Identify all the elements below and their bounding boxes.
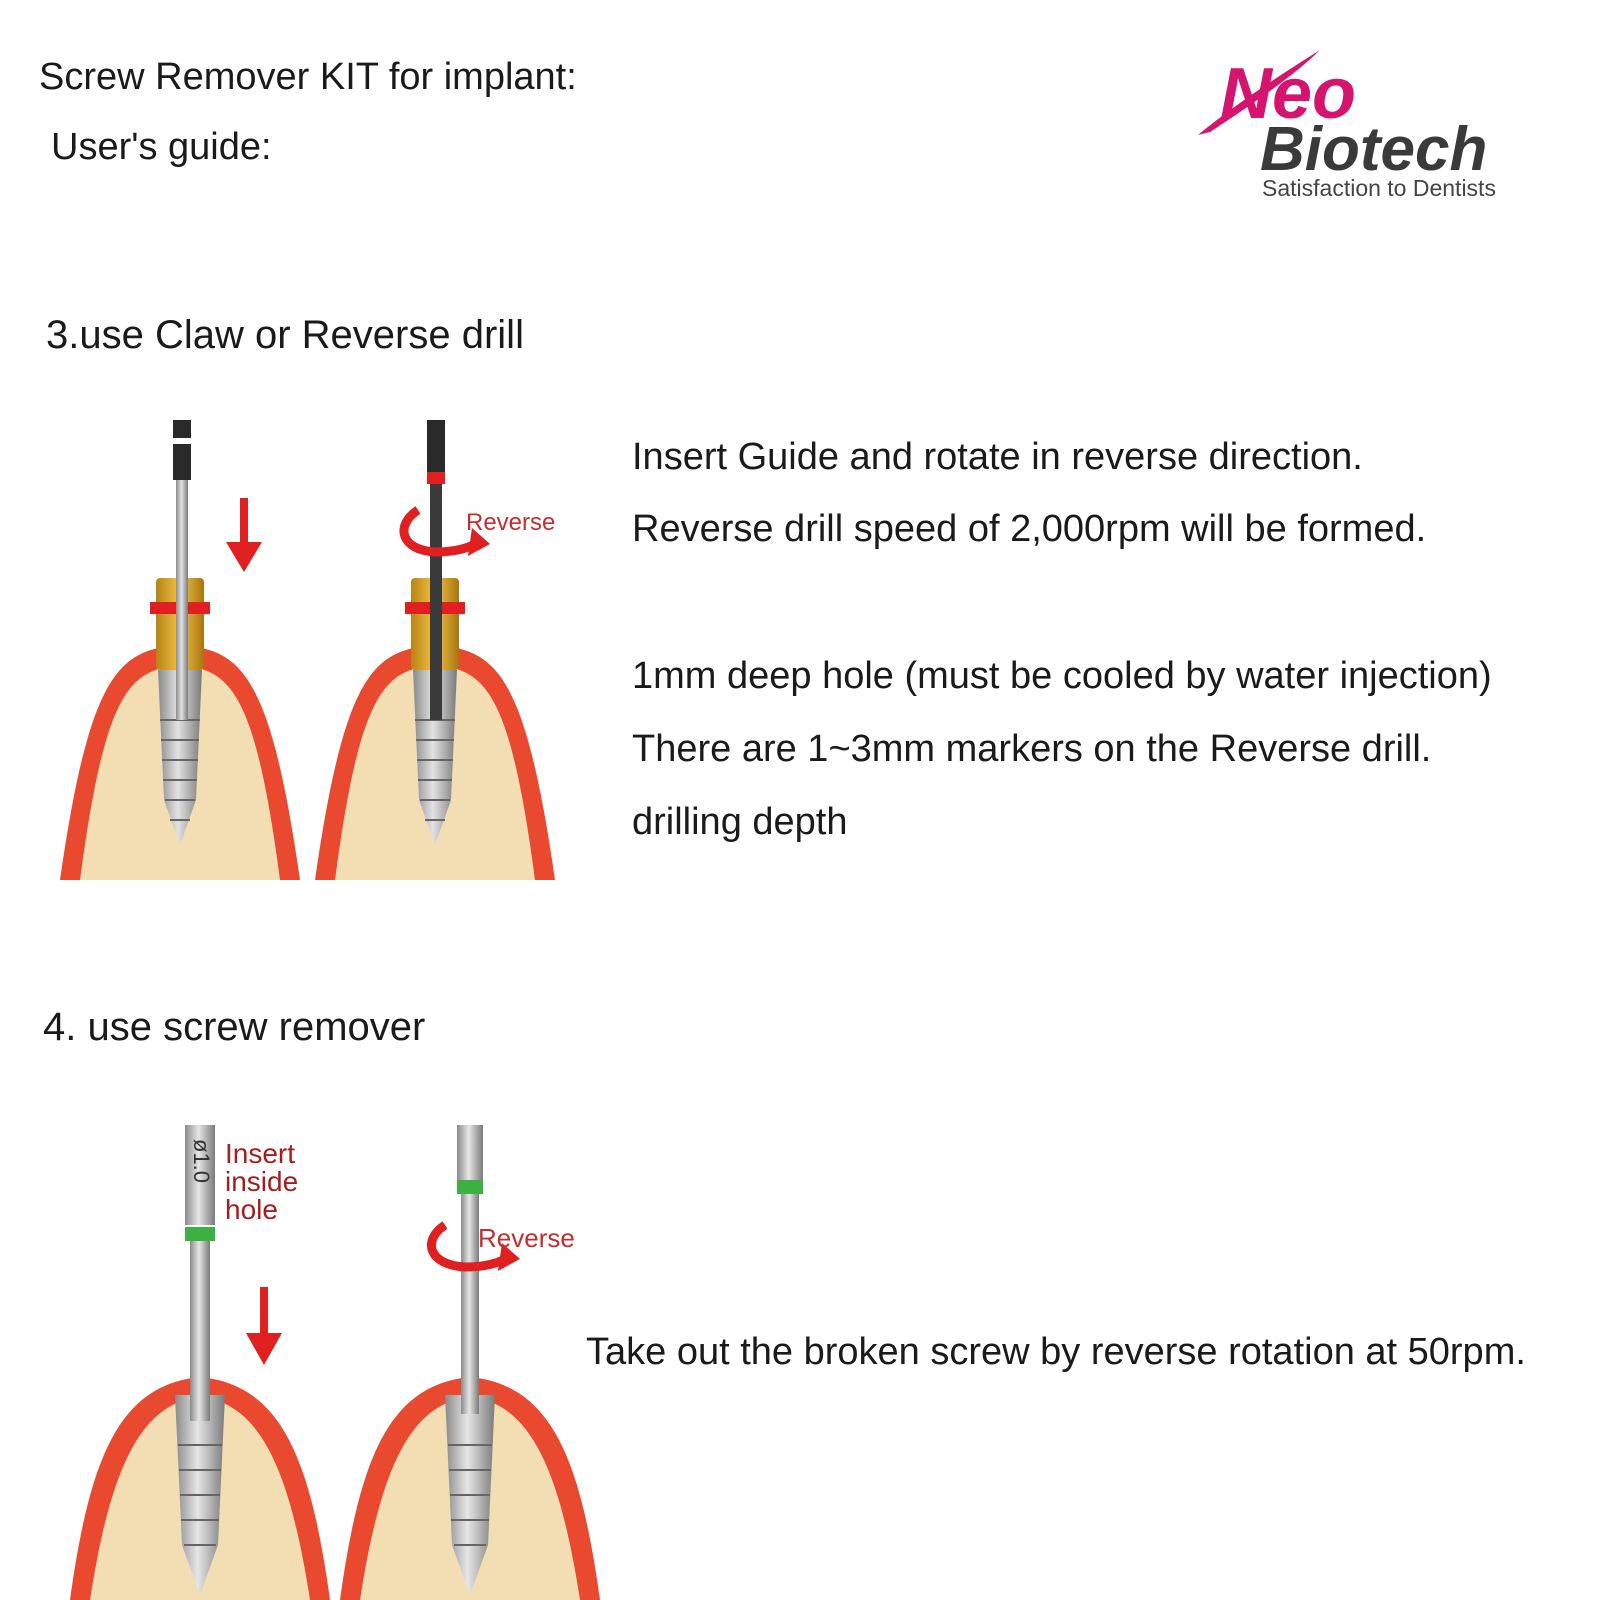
step3-heading: 3.use Claw or Reverse drill (46, 313, 524, 357)
step3-line-5: drilling depth (632, 801, 848, 843)
reverse-drill-illustration: Reverse (60, 420, 555, 880)
step3-line-2: Reverse drill speed of 2,000rpm will be … (632, 508, 1427, 550)
step4-heading: 4. use screw remover (43, 1005, 426, 1049)
step3-line-3: 1mm deep hole (must be cooled by water i… (632, 655, 1492, 697)
implant-left (150, 420, 210, 845)
step4-line-1: Take out the broken screw by reverse rot… (586, 1331, 1526, 1373)
page-title: Screw Remover KIT for implant: (39, 56, 577, 98)
rotate-reverse-arrow-icon-2 (426, 1221, 520, 1272)
logo-brand-neo: Neo (1220, 54, 1356, 134)
logo-tagline: Satisfaction to Dentists (1262, 175, 1496, 201)
reverse-label: Reverse (466, 509, 555, 536)
down-arrow-2 (246, 1287, 282, 1365)
svg-text:inside: inside (225, 1166, 298, 1197)
step3-line-4: There are 1~3mm markers on the Reverse d… (632, 728, 1432, 770)
rotate-reverse-arrow-icon (399, 506, 490, 557)
implant-left-2: ø1.0 (175, 1125, 225, 1595)
page-subtitle: User's guide: (51, 126, 272, 168)
svg-text:hole: hole (225, 1194, 278, 1225)
screw-remover-illustration: ø1.0 Insert inside hole Reverse (70, 1125, 600, 1600)
neobiotech-logo: Neo Biotech Satisfaction to Dentists (1198, 50, 1496, 201)
reverse-label-2: Reverse (478, 1223, 575, 1253)
implant-right-2 (445, 1125, 495, 1595)
svg-text:Insert: Insert (225, 1138, 295, 1169)
step3-line-1: Insert Guide and rotate in reverse direc… (632, 436, 1363, 478)
size-label: ø1.0 (189, 1139, 214, 1183)
implant-right (405, 420, 465, 845)
down-arrow (226, 498, 262, 572)
insert-inside-hole-label: Insert inside hole (225, 1138, 298, 1225)
logo-brand-biotech: Biotech (1260, 115, 1487, 184)
